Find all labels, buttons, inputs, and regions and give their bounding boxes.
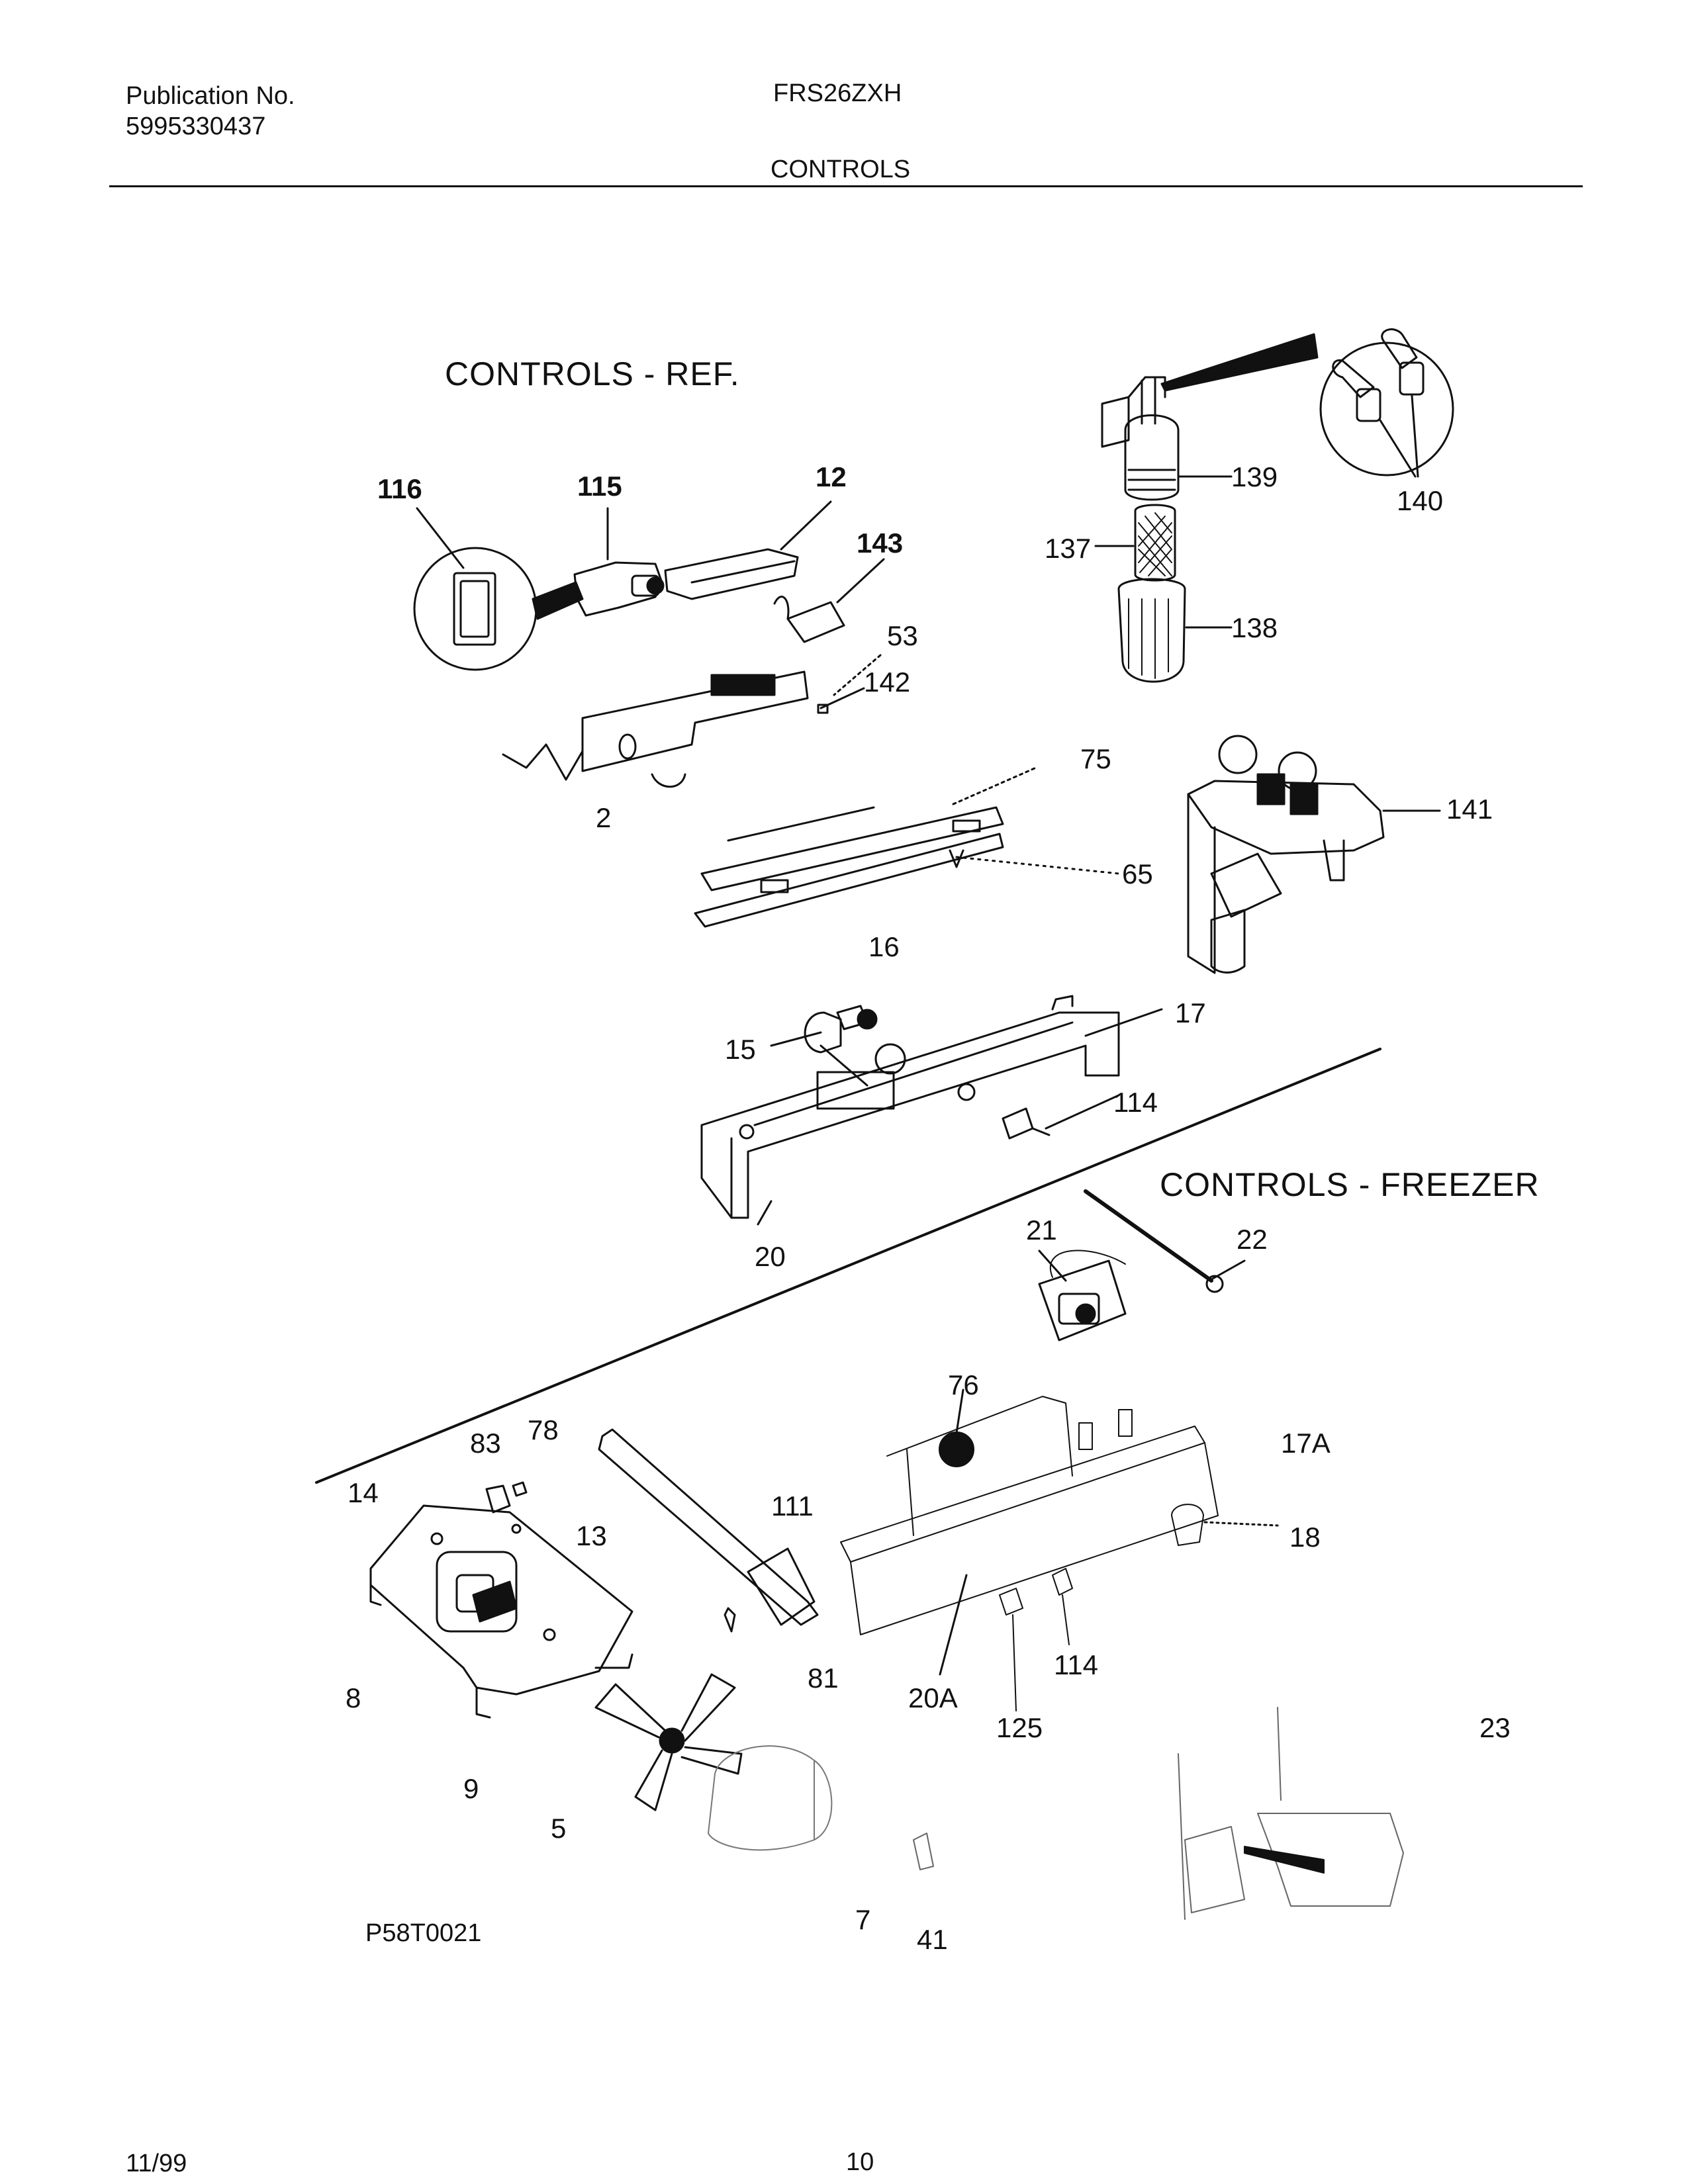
part-114-switch-lower — [1052, 1568, 1073, 1645]
leader-76 — [955, 1388, 964, 1434]
part-15-lamp — [770, 1011, 868, 1087]
callout-139: 139 — [1231, 461, 1278, 492]
part-17-housing — [700, 995, 1163, 1219]
callout-20a: 20A — [908, 1682, 958, 1713]
callout-16: 16 — [868, 931, 900, 962]
page-number: 10 — [846, 2148, 874, 2176]
callout-2: 2 — [596, 802, 612, 833]
callout-53: 53 — [887, 620, 918, 651]
part-137-filter-cartridge — [1094, 504, 1176, 582]
callout-7: 7 — [855, 1904, 871, 1935]
callout-83: 83 — [470, 1428, 501, 1459]
callout-114-upper: 114 — [1113, 1087, 1158, 1118]
callout-17a: 17A — [1281, 1428, 1331, 1459]
part-21-thermostat — [1038, 1250, 1127, 1342]
callout-9: 9 — [463, 1773, 479, 1804]
part-125-switch — [999, 1588, 1023, 1711]
figure-code: P58T0021 — [365, 1919, 482, 1947]
part-7-shroud — [708, 1745, 833, 1851]
callout-141: 141 — [1446, 794, 1493, 825]
part-17a-housing — [840, 1396, 1219, 1635]
callout-138: 138 — [1231, 612, 1278, 643]
part-5-fan-blade — [594, 1673, 743, 1811]
callout-14: 14 — [348, 1477, 379, 1508]
part-114-switch-upper — [1002, 1094, 1120, 1140]
part-143-clip — [773, 558, 885, 643]
callout-13: 13 — [576, 1520, 607, 1551]
part-115-housing — [573, 507, 665, 617]
publication-number: 5995330437 — [126, 113, 266, 140]
callout-137: 137 — [1045, 533, 1092, 564]
callout-76: 76 — [948, 1369, 979, 1400]
section-title-freezer: CONTROLS - FREEZER — [1160, 1166, 1540, 1203]
part-41-screw — [913, 1833, 934, 1870]
callout-111: 111 — [771, 1490, 814, 1522]
part-139-filter-head — [1101, 376, 1233, 501]
part-111-bracket-arm — [598, 1428, 819, 1626]
magnifier-cone-140 — [1160, 333, 1319, 392]
callout-125: 125 — [996, 1712, 1043, 1743]
part-23-assembly — [1178, 1707, 1404, 1920]
part-138-filter-housing — [1117, 578, 1233, 683]
callout-65: 65 — [1122, 858, 1153, 889]
callout-21: 21 — [1026, 1214, 1057, 1246]
callout-142: 142 — [864, 666, 911, 698]
callout-17: 17 — [1175, 997, 1206, 1028]
leader-20a — [939, 1574, 968, 1676]
callout-115: 115 — [577, 471, 622, 502]
callout-75: 75 — [1080, 743, 1111, 774]
callout-41: 41 — [917, 1924, 948, 1955]
part-75-cover-plate — [694, 766, 1120, 928]
callout-8: 8 — [346, 1682, 361, 1713]
part-16-socket — [836, 1005, 878, 1030]
callout-20: 20 — [755, 1241, 786, 1272]
callout-23: 23 — [1479, 1712, 1511, 1743]
callout-5: 5 — [551, 1813, 567, 1844]
callout-143: 143 — [857, 527, 904, 559]
part-140-fittings — [1319, 328, 1454, 478]
callout-78: 78 — [528, 1414, 559, 1445]
section-title: CONTROLS — [771, 156, 911, 183]
header-rule — [109, 185, 1583, 187]
part-12-shield — [664, 500, 832, 600]
callout-140: 140 — [1397, 485, 1444, 516]
section-title-ref: CONTROLS - REF. — [445, 355, 740, 392]
part-81-screw — [724, 1607, 736, 1633]
section-divider — [315, 1048, 1381, 1484]
callout-116: 116 — [377, 473, 422, 504]
part-83-78-clip — [485, 1481, 528, 1514]
leader-20 — [757, 1200, 772, 1226]
part-2-bracket — [502, 654, 882, 788]
callout-18: 18 — [1289, 1522, 1321, 1553]
callout-22: 22 — [1237, 1224, 1268, 1255]
callout-114-lower: 114 — [1054, 1649, 1098, 1680]
callout-12: 12 — [816, 461, 847, 492]
callout-81: 81 — [808, 1662, 839, 1694]
part-18-knob — [1171, 1504, 1279, 1546]
callout-15: 15 — [725, 1034, 756, 1065]
footer-date: 11/99 — [126, 2150, 187, 2177]
model-number: FRS26ZXH — [773, 79, 902, 107]
part-141-water-valve — [1187, 735, 1441, 974]
publication-label: Publication No. — [126, 82, 295, 110]
part-22-sensor — [1084, 1189, 1246, 1293]
part-13-motor-bracket — [369, 1504, 633, 1719]
part-116-gasket — [413, 507, 584, 671]
